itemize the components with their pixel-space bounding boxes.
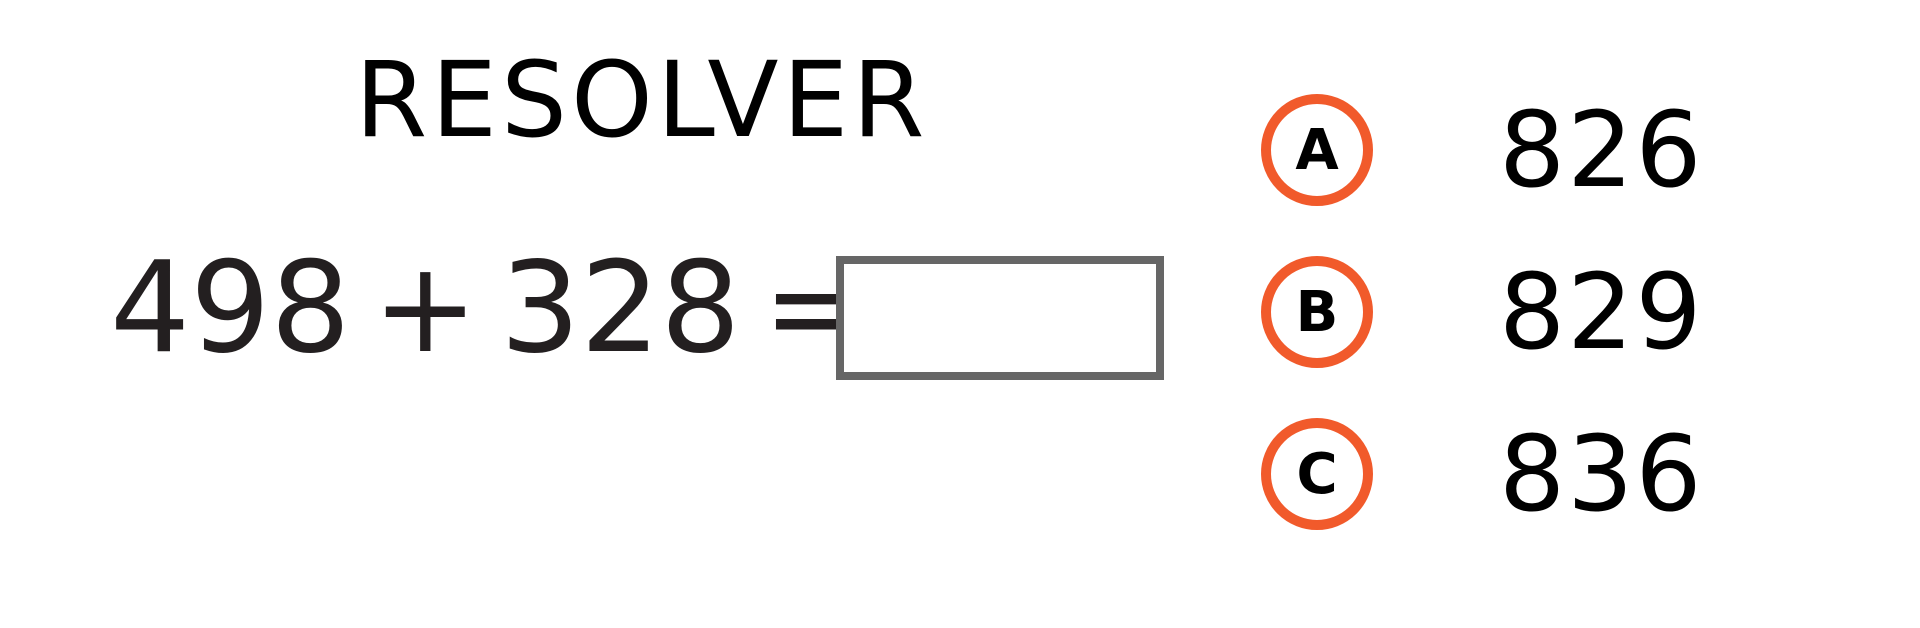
page-title: RESOLVER [355,39,929,161]
option-c[interactable]: C 836 [1261,413,1781,535]
first-operand: 498 [110,234,351,381]
option-b[interactable]: B 829 [1261,251,1781,373]
option-a[interactable]: A 826 [1261,89,1781,211]
option-a-badge[interactable]: A [1261,94,1373,206]
option-c-badge[interactable]: C [1261,418,1373,530]
option-b-letter: B [1295,279,1339,345]
option-a-letter: A [1295,117,1339,183]
option-b-badge[interactable]: B [1261,256,1373,368]
equation: 498 + 328 = [110,234,890,381]
option-b-value[interactable]: 829 [1499,251,1704,373]
option-c-letter: C [1296,441,1338,507]
option-c-value[interactable]: 836 [1499,413,1704,535]
second-operand: 328 [500,234,741,381]
option-a-value[interactable]: 826 [1499,89,1704,211]
answer-box[interactable] [836,256,1164,380]
plus-sign: + [372,234,479,381]
